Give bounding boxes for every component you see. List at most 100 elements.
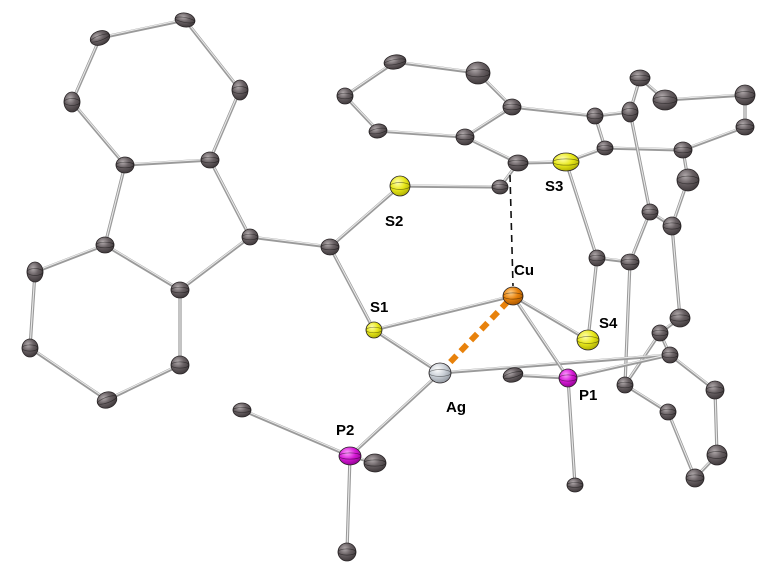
bond-highlight-a14-S2: [329, 184, 401, 247]
atom-axis-a9: [95, 241, 115, 249]
atom-S3: [552, 152, 580, 172]
atom-axis-a4: [200, 156, 220, 164]
atom-axis-P1: [558, 374, 578, 382]
bond-highlight-d5-S3: [565, 160, 598, 258]
atom-c2: [596, 140, 614, 156]
atom-axis-c8: [673, 146, 693, 154]
atom-axis-a12: [97, 395, 117, 405]
atom-d15: [502, 367, 524, 383]
atom-axis-a13: [170, 361, 190, 369]
atom-axis-c4: [629, 74, 651, 82]
label-Ag: Ag: [446, 399, 466, 416]
atom-e3: [337, 542, 357, 562]
atom-b7: [507, 154, 529, 172]
atom-axis-S2: [389, 182, 411, 190]
bond-a4-a5: [123, 158, 212, 167]
atom-axis-d14: [566, 482, 584, 488]
atom-axis-b7: [507, 159, 529, 167]
atom-axis-b1: [383, 58, 407, 66]
label-layer: S1 S2 S3 S4 Cu Ag P1 P2: [336, 178, 618, 439]
atom-a14: [320, 238, 340, 256]
atom-axis-b5: [368, 127, 388, 135]
atom-b8: [491, 179, 509, 195]
bond-highlight-a6-a1: [71, 36, 101, 102]
atom-axis-S1: [365, 326, 383, 334]
bond-highlight-a12-a13: [106, 363, 181, 400]
atom-a6: [63, 91, 81, 113]
bond-highlight-d9-d10: [714, 388, 718, 455]
atom-c7: [735, 118, 755, 136]
atom-axis-b2: [465, 68, 491, 78]
atom-c5: [652, 89, 678, 111]
bond-highlight-Cu-P1: [512, 294, 569, 378]
bond-highlight-d2-d6: [671, 224, 681, 318]
bond-highlight-a2-a3: [184, 18, 241, 90]
bond-a9-a10: [33, 243, 107, 274]
bond-highlight-P1-d8: [567, 353, 671, 378]
atom-d8: [661, 346, 679, 364]
atom-axis-a14: [320, 243, 340, 251]
atom-a2: [174, 12, 196, 28]
atom-d6: [669, 308, 691, 328]
atom-axis-d3: [641, 208, 659, 216]
atom-P2: [338, 446, 362, 466]
bond-highlight-S1-Ag: [373, 328, 441, 373]
bond-highlight-d8-d9: [669, 353, 716, 390]
bond-highlight-a7-a8: [179, 235, 251, 290]
bond-a14-S2: [328, 184, 402, 249]
cu-carbon-contact-dashed: [509, 174, 514, 287]
atom-Ag: [428, 362, 452, 384]
atom-c3: [621, 101, 639, 123]
bond-highlight-a4-a7: [209, 158, 251, 237]
bond-highlight-P2-e1: [241, 408, 351, 456]
atom-axis-d6: [669, 314, 691, 322]
bond-highlight-a5-a6: [71, 100, 126, 165]
bond-highlight-b3-c1: [511, 105, 596, 116]
bond-a7-a14: [248, 235, 332, 249]
atom-b6: [336, 87, 354, 105]
atom-b2: [465, 61, 491, 85]
bond-highlight-Ag-P2: [349, 371, 441, 456]
atom-axis-d13: [616, 381, 634, 389]
atom-axis-a1: [90, 33, 110, 43]
atom-axis-Ag: [428, 369, 452, 377]
bond-P2-e1: [240, 408, 352, 458]
atom-axis-d9: [705, 386, 725, 394]
atom-axis-d4: [620, 258, 640, 266]
atom-d13: [616, 376, 634, 394]
atom-S4: [576, 329, 600, 351]
atom-axis-a6: [63, 98, 81, 106]
atom-a13: [170, 355, 190, 375]
bond-highlight-a11-a12: [29, 346, 108, 400]
atom-c1: [586, 107, 604, 125]
atom-e1: [232, 402, 252, 418]
atom-axis-b4: [455, 133, 475, 141]
atom-axis-e3: [337, 548, 357, 556]
atom-d3: [641, 203, 659, 221]
bond-highlight-c8-c2: [604, 146, 684, 150]
atom-axis-b8: [491, 184, 509, 190]
bond-highlight-a10-a11: [29, 270, 36, 348]
bond-highlight-a9-a10: [34, 243, 106, 272]
bond-highlight-b7-b4: [464, 135, 519, 163]
atom-b5: [368, 123, 388, 139]
atom-a11: [21, 338, 39, 358]
cu-ag-interaction-dashed: [437, 293, 516, 376]
atom-axis-d1: [676, 175, 700, 185]
atom-c4: [629, 69, 651, 87]
bond-Ag-d8: [438, 353, 672, 375]
bond-highlight-d11-d12: [667, 410, 696, 478]
bond-highlight-c3-d3: [629, 110, 651, 212]
bond-highlight-a8-a9: [104, 243, 181, 290]
atom-axis-e1: [232, 407, 252, 413]
atom-axis-a5: [115, 161, 135, 169]
bond-S2-b8: [398, 184, 502, 189]
atom-axis-a11: [21, 344, 39, 352]
bond-d8-d9: [668, 353, 717, 392]
label-S1: S1: [370, 299, 388, 316]
atom-axis-d11: [685, 474, 705, 482]
bond-highlight-P1-d14: [567, 376, 576, 485]
bond-highlight-P2-e3: [346, 454, 351, 552]
